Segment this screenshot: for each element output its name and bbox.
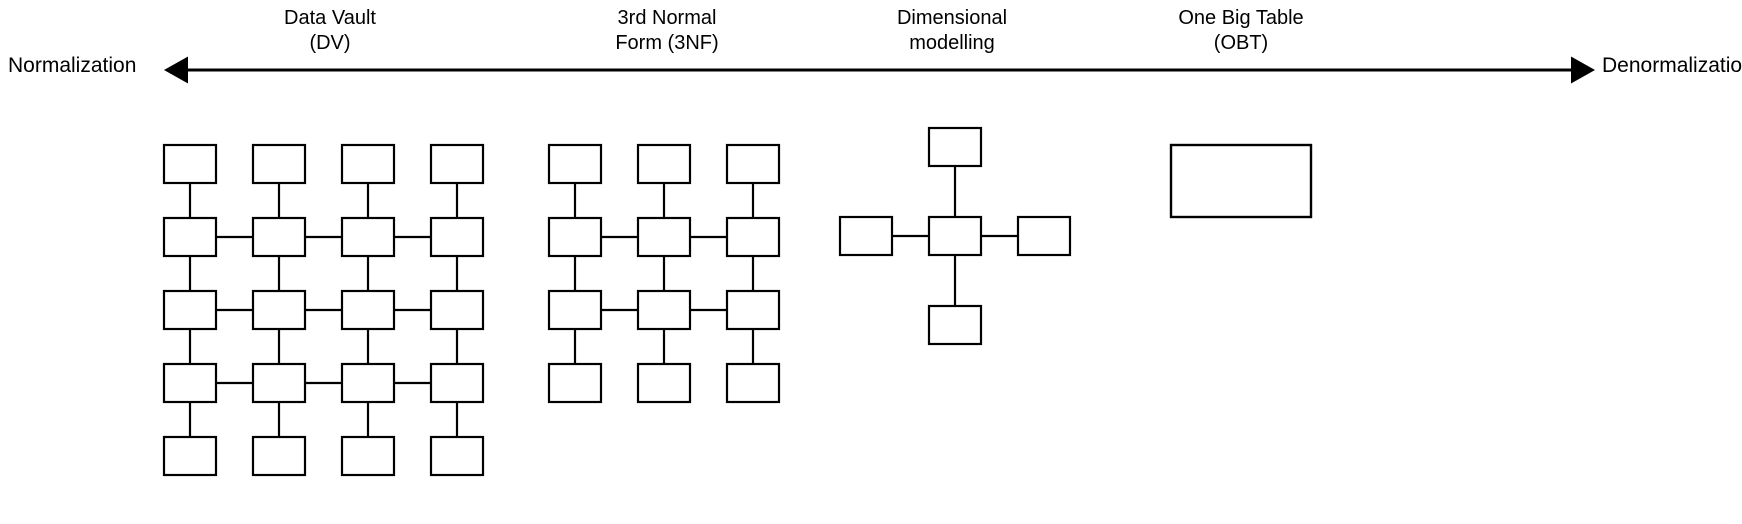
stage-label-line2: Form (3NF)	[615, 32, 719, 54]
data-vault-box-r3-c0	[162, 362, 218, 404]
one-big-table-table-box	[1169, 143, 1313, 219]
third-normal-form-box-r3-c1	[636, 362, 692, 404]
data-vault-box-r2-c2	[340, 289, 396, 331]
third-normal-form-box-r1-c1	[636, 216, 692, 258]
data-vault-box-r0-c3	[429, 143, 485, 185]
data-vault-box-r1-c0	[162, 216, 218, 258]
third-normal-form-box-r2-c2	[725, 289, 781, 331]
data-vault-box-r0-c1	[251, 143, 307, 185]
data-vault-box-r4-c0	[162, 435, 218, 477]
data-vault-box-r4-c3	[429, 435, 485, 477]
data-vault-box-r3-c3	[429, 362, 485, 404]
third-normal-form-box-r3-c0	[547, 362, 603, 404]
node-group	[162, 126, 1313, 477]
stage-label-line2: modelling	[909, 32, 995, 54]
third-normal-form-box-r0-c0	[547, 143, 603, 185]
dimensional-modelling-dimension-box-bottom	[927, 304, 983, 346]
axis-label-denormalization: Denormalization	[1602, 54, 1742, 77]
data-vault-box-r1-c3	[429, 216, 485, 258]
dimensional-modelling-fact-box	[927, 215, 983, 257]
third-normal-form-box-r3-c2	[725, 362, 781, 404]
data-vault-box-r3-c2	[340, 362, 396, 404]
data-vault-box-r1-c2	[340, 216, 396, 258]
third-normal-form-box-r0-c2	[725, 143, 781, 185]
stage-label-line2: (DV)	[309, 32, 351, 54]
connector-group	[188, 166, 1018, 437]
data-vault-box-r2-c3	[429, 289, 485, 331]
data-vault-box-r1-c1	[251, 216, 307, 258]
stage-label-line1: Data Vault	[284, 7, 376, 29]
third-normal-form-box-r1-c0	[547, 216, 603, 258]
dimensional-modelling-dimension-box-left	[838, 215, 894, 257]
third-normal-form-box-r2-c1	[636, 289, 692, 331]
stage-label-line1: Dimensional	[896, 7, 1008, 29]
data-vault-box-r3-c1	[251, 362, 307, 404]
stage-label-one-big-table: One Big Table (OBT)	[1081, 6, 1401, 56]
stage-label-line1: 3rd Normal	[617, 7, 717, 29]
third-normal-form-box-r0-c1	[636, 143, 692, 185]
data-vault-box-r4-c2	[340, 435, 396, 477]
third-normal-form-box-r1-c2	[725, 216, 781, 258]
data-vault-box-r2-c0	[162, 289, 218, 331]
dimensional-modelling-dimension-box-right	[1016, 215, 1072, 257]
stage-label-data-vault: Data Vault (DV)	[170, 6, 490, 56]
stage-label-line1: One Big Table	[1178, 7, 1304, 29]
data-vault-box-r0-c0	[162, 143, 218, 185]
stage-label-line2: (OBT)	[1213, 32, 1269, 54]
third-normal-form-box-r2-c0	[547, 289, 603, 331]
data-vault-box-r4-c1	[251, 435, 307, 477]
stage-label-dimensional-modelling: Dimensional modelling	[792, 6, 1112, 56]
axis-label-normalization: Normalization	[8, 54, 137, 77]
data-vault-box-r0-c2	[340, 143, 396, 185]
data-vault-box-r2-c1	[251, 289, 307, 331]
dimensional-modelling-dimension-box-top	[927, 126, 983, 168]
